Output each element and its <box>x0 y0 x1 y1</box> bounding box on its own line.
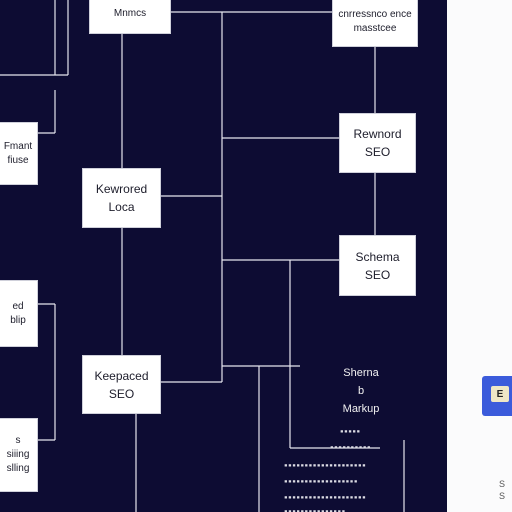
free-label-line: b <box>357 385 365 397</box>
node-label: blip <box>10 314 26 326</box>
free-label-line: Sherna <box>343 367 379 379</box>
node-label: Rewnord <box>353 127 402 141</box>
blurred-text-decoration: ▪▪▪▪▪▪▪▪▪▪▪▪▪▪▪▪▪▪▪▪ <box>284 494 367 500</box>
node-label: Kewrored <box>95 182 148 196</box>
node-left-mid[interactable]: ed blip <box>0 280 38 347</box>
blurred-text-decoration: ▪▪▪▪▪▪▪▪▪▪▪▪▪▪▪ <box>284 508 346 512</box>
node-label: SEO <box>364 145 391 159</box>
schema-markup-label: Sherna b Markup <box>330 364 392 418</box>
chip-icon: E <box>491 386 509 402</box>
side-panel-text: S S <box>499 478 505 502</box>
node-label: Loca <box>108 200 135 214</box>
blurred-text-decoration: ▪▪▪▪▪▪▪▪▪▪ <box>330 444 372 450</box>
node-label: Fmant <box>3 140 33 152</box>
node-label: SEO <box>364 267 391 282</box>
node-label: SEO <box>108 386 135 401</box>
node-left-top[interactable]: Fmant fiuse <box>0 122 38 185</box>
node-keyword-local[interactable]: Kewrored Loca <box>82 168 161 228</box>
node-label: fiuse <box>7 154 29 166</box>
node-schema-seo[interactable]: Schema SEO <box>339 235 416 296</box>
side-panel <box>447 0 512 512</box>
node-label: masstcee <box>353 22 397 34</box>
node-label: Schema <box>355 249 400 264</box>
node-label: ed <box>12 300 24 312</box>
node-keyword-seo-lower[interactable]: Keepaced SEO <box>82 355 161 414</box>
node-top-right[interactable]: cnrressnco ence masstcee <box>332 0 418 47</box>
node-label: cnrressnco ence <box>338 8 412 20</box>
free-label-line: Markup <box>342 403 380 415</box>
node-top-center[interactable]: Mnmcs <box>89 0 171 34</box>
node-keyword-seo[interactable]: Rewnord SEO <box>339 113 416 173</box>
node-label: siiing <box>6 449 30 460</box>
blurred-text-decoration: ▪▪▪▪▪ <box>340 428 361 434</box>
side-chip[interactable]: E <box>482 376 512 416</box>
side-panel-letter: S <box>499 479 506 489</box>
blurred-text-decoration: ▪▪▪▪▪▪▪▪▪▪▪▪▪▪▪▪▪▪▪▪ <box>284 462 367 468</box>
node-label: Mnmcs <box>113 8 147 19</box>
node-label: slling <box>6 463 30 474</box>
node-left-bottom[interactable]: s siiing slling <box>0 418 38 492</box>
node-label: s <box>15 435 21 446</box>
side-panel-letter: S <box>499 491 506 501</box>
blurred-text-decoration: ▪▪▪▪▪▪▪▪▪▪▪▪▪▪▪▪▪▪ <box>284 478 359 484</box>
connector-lines <box>0 0 405 512</box>
diagram-canvas: Mnmcs cnrressnco ence masstcee Fmant fiu… <box>0 0 447 512</box>
node-label: Keepaced <box>94 368 149 383</box>
